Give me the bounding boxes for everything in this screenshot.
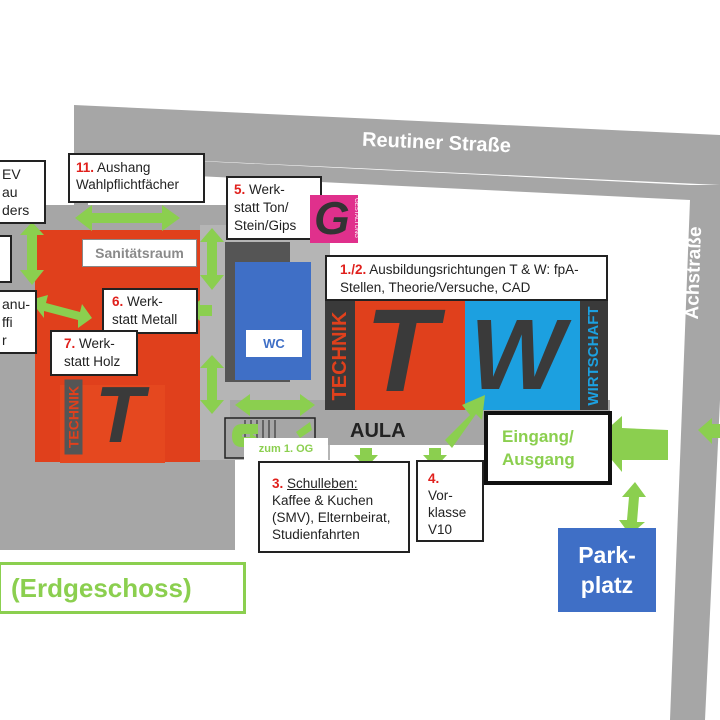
partial-line: ffi [2, 314, 13, 330]
item-text: Ausbildungsrichtungen T & W: fpA- [369, 262, 579, 277]
technik-word-small: TECHNIK [64, 379, 83, 455]
item-text: Werk- [79, 336, 115, 351]
wirtschaft-word-banner: WIRTSCHAFT [585, 306, 602, 406]
floor-title: (Erdgeschoss) [0, 562, 246, 614]
partial-line: ders [2, 202, 30, 218]
item-text: statt Holz [64, 354, 121, 369]
exit-label: Ausgang [502, 450, 575, 469]
info-box-3-schulleben: 3. Schulleben: Kaffee & Kuchen (SMV), El… [258, 461, 410, 553]
arrow-achstrasse [698, 418, 720, 444]
gestaltung-letter: G [314, 192, 350, 244]
partial-line: r [2, 332, 7, 348]
wirtschaft-letter-banner: W [470, 299, 565, 411]
room-label-sanitaetsraum: Sanitätsraum [82, 239, 197, 267]
wirtschaft-banner [465, 300, 580, 410]
arrow-double-h-stairs [235, 394, 315, 416]
parking-area[interactable]: Park- platz [558, 528, 656, 612]
gestaltung-logo: G GESTALTUNG [310, 192, 359, 244]
item-text: Stein/Gips [234, 218, 297, 233]
item-text: Werk- [127, 294, 163, 309]
item-text: statt Metall [112, 312, 178, 327]
info-box-5-werkstatt-ton: 5. Werk- statt Ton/ Stein/Gips [226, 176, 322, 240]
item-text: Kaffee & Kuchen [272, 493, 374, 508]
item-number: 11. [76, 160, 95, 175]
info-box-4-vorklasse: 4. Vor- klasse V10 [416, 460, 484, 542]
item-text: V10 [428, 522, 453, 537]
item-text: Wahlpflichtfächer [76, 177, 180, 192]
road-achstrasse [670, 185, 720, 720]
arrow-double-v-5 [200, 228, 224, 290]
item-number: 7. [64, 336, 76, 351]
room-label-wc: WC [246, 330, 302, 357]
entrance-box[interactable]: Eingang/ Ausgang [484, 411, 612, 485]
item-number: 3. [272, 476, 284, 491]
wirtschaft-banner-side [580, 300, 608, 410]
technik-banner-side [325, 300, 355, 410]
item-text: (SMV), Elternbeirat, [272, 510, 391, 525]
item-text: Werk- [249, 182, 285, 197]
info-box-partial-top-left: EV au ders [0, 160, 46, 224]
arrow-to-item3 [354, 448, 378, 468]
info-box-7-werkstatt-holz: 7. Werk- statt Holz [50, 330, 138, 376]
technik-letter-small: T [95, 370, 144, 459]
item-number: 4. [428, 471, 440, 486]
arrow-double-h-11 [75, 205, 180, 231]
road-reutiner-strasse [74, 105, 720, 185]
info-box-1-2-ausbildungsrichtungen: 1./2. Ausbildungsrichtungen T & W: fpA- … [325, 255, 608, 301]
partial-line: au [2, 184, 18, 200]
item-text: klasse [428, 505, 467, 520]
room-label-aula: AULA [350, 420, 406, 442]
item-text: Studienfahrten [272, 527, 360, 542]
building-wall-north [74, 155, 690, 200]
building-floor-south [10, 460, 235, 550]
arrow-aula-stairs [296, 422, 312, 438]
item-title: Schulleben: [287, 476, 358, 491]
route-arrows [20, 205, 720, 535]
stairs-label: zum 1. OG [244, 438, 328, 460]
arrow-double-v-left [20, 222, 44, 285]
partial-line: anu- [2, 296, 31, 312]
info-box-partial-manu: anu- ffi r [0, 290, 37, 354]
item-number: 6. [112, 294, 124, 309]
arrow-entrance [595, 416, 668, 472]
item-number: 5. [234, 182, 246, 197]
partial-line: EV [2, 166, 21, 182]
gestaltung-word: GESTALTUNG [352, 198, 359, 238]
info-box-partial-mid-left [0, 235, 12, 283]
technik-word-banner: TECHNIK [329, 311, 351, 401]
item-text: statt Ton/ [234, 200, 289, 215]
arrow-double-parking [619, 482, 646, 535]
arrow-double-v-lower [200, 355, 224, 414]
item-text: Vor- [428, 488, 453, 503]
entrance-label: Eingang/ [502, 427, 574, 446]
item-text: Aushang [97, 160, 151, 175]
wc-area [235, 262, 311, 380]
item-text: Stellen, Theorie/Versuche, CAD [340, 280, 531, 295]
arrow-to-item4 [423, 448, 447, 468]
info-box-6-werkstatt-metall: 6. Werk- statt Metall [102, 288, 198, 334]
street-label-achstrasse: Achstraße [681, 226, 707, 320]
info-box-11-aushang: 11. Aushang Wahlpflichtfächer [68, 153, 205, 203]
parking-label-line: Park- [578, 542, 636, 568]
arrow-double-diag-manu [30, 295, 92, 328]
item-number: 1./2. [340, 262, 367, 277]
parking-label-line: platz [580, 572, 634, 598]
technik-letter-banner: T [365, 285, 438, 417]
arrow-entrance-to-tw [445, 395, 485, 448]
